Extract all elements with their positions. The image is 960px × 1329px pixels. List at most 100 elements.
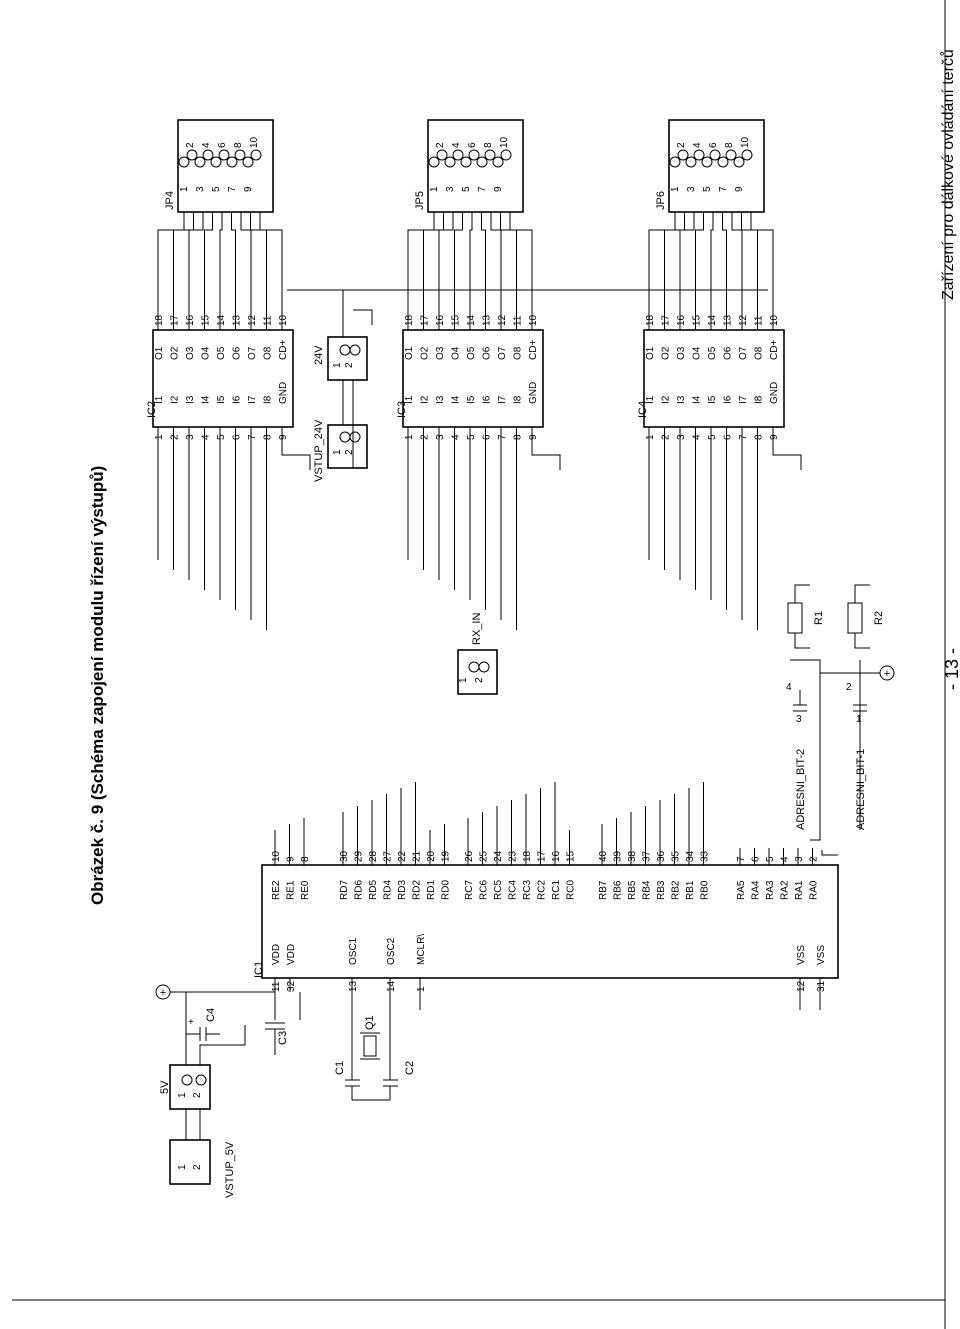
driver-out-label: O5 xyxy=(216,346,227,360)
driver-out-label: O5 xyxy=(466,346,477,360)
driver-out-label: O2 xyxy=(170,346,181,360)
ic1-pin-name: RD2 xyxy=(412,880,423,900)
driver-in-number: 3 xyxy=(435,434,446,440)
connector-pin-even: 10 xyxy=(249,136,260,148)
ic1-pin-number: 25 xyxy=(479,850,490,862)
ic1-pin-name: RC3 xyxy=(522,880,533,900)
adr2-pins xyxy=(793,690,807,712)
ic1-pin-number: 10 xyxy=(271,850,282,862)
driver-in-number: 9 xyxy=(278,434,289,440)
driver-ic4: IC41I118O12I217O23I316O34I415O45I514O56I… xyxy=(637,119,802,470)
driver-in-label: I8 xyxy=(754,395,765,404)
driver-in-number: 2 xyxy=(661,434,672,440)
driver-out-label: O7 xyxy=(497,346,508,360)
driver-in-label: I1 xyxy=(404,395,415,404)
ic1-pin-number: 12 xyxy=(796,980,807,992)
driver-out-number: 16 xyxy=(676,314,687,326)
crystal-q1: Q1 xyxy=(351,978,391,1066)
ic1-pin-name: RD3 xyxy=(397,880,408,900)
connector-pin-odd: 1 xyxy=(179,186,190,192)
adr2-pin3: 3 xyxy=(796,714,802,725)
r2-label: R2 xyxy=(873,611,885,625)
connector-pad xyxy=(693,149,705,161)
driver-out-number: 11 xyxy=(754,315,765,326)
driver-in-label: I2 xyxy=(661,395,672,404)
connector-pin-even: 2 xyxy=(435,142,446,148)
driver-out-number: 12 xyxy=(247,314,258,326)
driver-body xyxy=(402,329,544,428)
ic1-pin-number: 16 xyxy=(551,850,562,862)
rx-in-label: RX_IN xyxy=(471,613,483,645)
c4-plates xyxy=(186,1027,220,1041)
connector-5v: 1 2 5V xyxy=(159,1064,211,1110)
driver-in-label: I4 xyxy=(692,395,703,404)
driver-out-label: O5 xyxy=(707,346,718,360)
output-wire xyxy=(469,212,473,312)
connector-pad xyxy=(444,156,456,168)
c3-label: C3 xyxy=(277,1031,289,1045)
connector-pad xyxy=(725,149,737,161)
connector-pad xyxy=(701,156,713,168)
ic1-right-pins: 10RE29RE18RE030RD729RD628RD527RD422RD321… xyxy=(271,848,820,900)
output-wire xyxy=(490,212,502,312)
connector-pad xyxy=(186,149,198,161)
c1-label: C1 xyxy=(334,1061,346,1075)
driver-in-number: 5 xyxy=(707,434,718,440)
connector-24v-pin1: 1 xyxy=(332,362,343,368)
connector-pad xyxy=(242,156,254,168)
r2-leads xyxy=(854,584,870,649)
driver-label: IC2 xyxy=(146,401,158,418)
driver-in-label: I3 xyxy=(676,395,687,404)
driver-in-label: I6 xyxy=(232,395,243,404)
connector-24v-label: 24V xyxy=(313,345,325,365)
driver-ics: IC21I118O12I217O23I316O34I415O45I514O56I… xyxy=(146,119,802,470)
connector-pin-odd: 5 xyxy=(702,186,713,192)
connector-pad xyxy=(234,149,246,161)
ic1-pin-number: 30 xyxy=(339,850,350,862)
output-wire xyxy=(188,212,204,312)
plus-supply-symbol-bottom: + xyxy=(820,665,895,681)
ic1-pin-name: RD6 xyxy=(354,880,365,900)
connector-pin-odd: 7 xyxy=(227,186,238,192)
driver-out-number: 11 xyxy=(263,315,274,326)
output-wire xyxy=(259,212,283,312)
driver-in-number: 6 xyxy=(723,434,734,440)
ic1-pin-name: OSC1 xyxy=(348,937,359,965)
ic1-pin-number: 15 xyxy=(566,850,577,862)
ic1-pin-name: RB3 xyxy=(656,880,667,900)
connector-pin-even: 4 xyxy=(201,142,212,148)
driver-in-number: 8 xyxy=(754,434,765,440)
ic1-pin-number: 1 xyxy=(416,986,427,992)
connector-5v-pin1: 1 xyxy=(177,1092,188,1098)
connector-pin-odd: 9 xyxy=(734,186,745,192)
driver-out-number: 15 xyxy=(451,314,462,326)
ic1-pin-name: RC7 xyxy=(464,880,475,900)
ic1-pin-number: 13 xyxy=(348,980,359,992)
connector-pad xyxy=(717,156,729,168)
connector-24v-pad-2 xyxy=(349,344,361,356)
driver-in-number: 9 xyxy=(528,434,539,440)
connector-pad xyxy=(436,149,448,161)
vstup-5v-label: VSTUP_5V xyxy=(224,1141,236,1198)
driver-out-label: O2 xyxy=(420,346,431,360)
rx-in-pin1: 1 xyxy=(458,677,469,683)
connector-pad xyxy=(733,156,745,168)
ic1-pin-name: RB0 xyxy=(700,880,711,900)
connector-pad xyxy=(741,149,753,161)
connector-pin-even: 4 xyxy=(692,142,703,148)
ic1-pin-name: RC2 xyxy=(537,880,548,900)
ic1-pin-name: RA4 xyxy=(751,880,762,900)
driver-in-number: 9 xyxy=(769,434,780,440)
driver-out-number: 11 xyxy=(513,315,524,326)
ic1-pin-name: VDD xyxy=(271,944,282,965)
c3-plates xyxy=(265,992,301,1055)
driver-out-label: O6 xyxy=(482,346,493,360)
output-wire xyxy=(157,212,185,312)
connector-pin-odd: 9 xyxy=(243,186,254,192)
driver-out-label: O8 xyxy=(513,346,524,360)
ic1-pin-name: RB5 xyxy=(627,880,638,900)
connector-5v-pad-2 xyxy=(195,1074,207,1086)
ic1-pin-number: 26 xyxy=(464,850,475,862)
driver-out-number: 17 xyxy=(170,314,181,326)
driver-in-number: 4 xyxy=(451,434,462,440)
